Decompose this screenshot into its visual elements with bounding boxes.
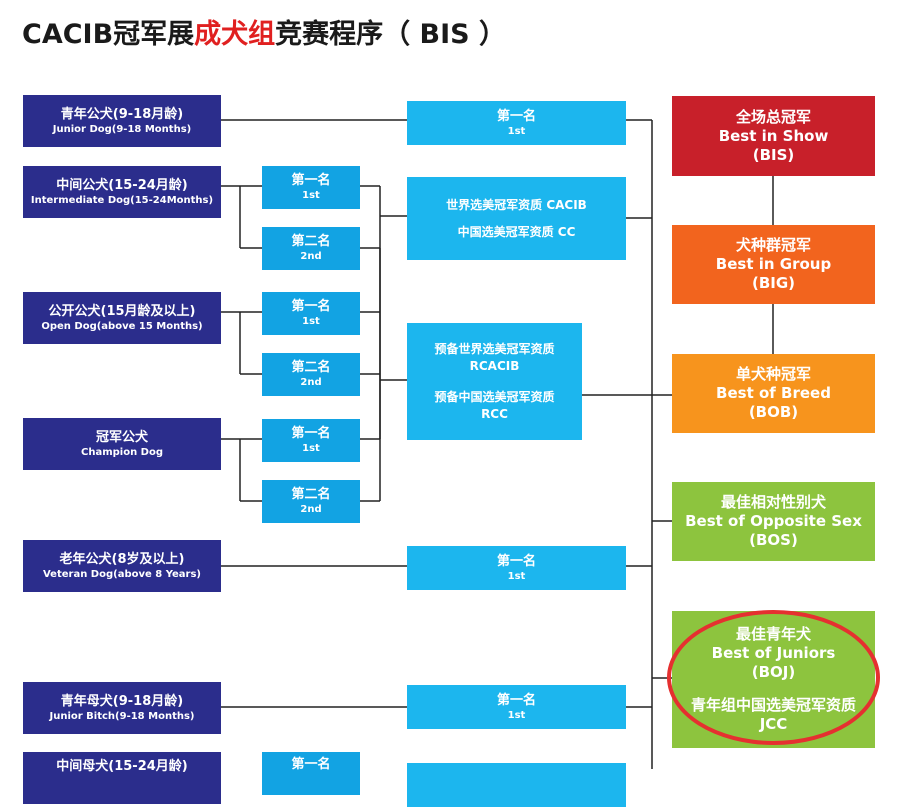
class-junior-dog: 青年公犬(9-18月龄) Junior Dog(9-18 Months): [23, 95, 221, 147]
page-title: CACIB冠军展成犬组竞赛程序（ BIS ）: [22, 12, 506, 51]
rcacib-cn-label: 预备世界选美冠军资质: [434, 341, 555, 356]
title-suffix: 竞赛程序（ BIS ）: [275, 19, 507, 50]
class-en-label: Junior Bitch(9-18 Months): [49, 710, 195, 722]
placing-cn-label: 第一名: [291, 299, 331, 314]
rcc-cn-label: 预备中国选美冠军资质: [434, 389, 555, 404]
placing-cn-label: 第二名: [291, 234, 331, 249]
class-en-label: Champion Dog: [80, 446, 163, 458]
class-champion-dog: 冠军公犬 Champion Dog: [23, 418, 221, 470]
highlight-circle: [667, 610, 880, 745]
award-en-label: Best in Group: [715, 255, 832, 273]
placing-cn-label: 第二名: [291, 360, 331, 375]
award-en-label: Best of Breed: [716, 384, 831, 402]
award-abbr-label: (BOB): [748, 403, 799, 421]
award-en-label: Best of Opposite Sex: [685, 512, 862, 530]
class-cn-label: 青年母犬(9-18月龄): [60, 693, 184, 709]
class-intermediate-bitch: 中间母犬(15-24月龄): [23, 752, 221, 804]
class-junior-bitch: 青年母犬(9-18月龄) Junior Bitch(9-18 Months): [23, 682, 221, 734]
placing-first: 第一名 1st: [262, 166, 360, 209]
placing-first-junior-dog: 第一名 1st: [407, 101, 626, 145]
placing-first: 第一名 1st: [262, 292, 360, 335]
class-cn-label: 冠军公犬: [95, 429, 148, 445]
class-en-label: Junior Dog(9-18 Months): [52, 123, 192, 135]
cc-label: 中国选美冠军资质 CC: [457, 224, 576, 239]
award-big: 犬种群冠军 Best in Group (BIG): [672, 225, 875, 304]
placing-first: 第一名 1st: [262, 419, 360, 462]
award-cn-label: 单犬种冠军: [735, 365, 811, 383]
placing-first-junior-bitch: 第一名 1st: [407, 685, 626, 729]
placing-cn-label: 第一名: [496, 108, 536, 124]
class-cn-label: 青年公犬(9-18月龄): [60, 106, 184, 122]
placing-second: 第二名 2nd: [262, 353, 360, 396]
class-cn-label: 老年公犬(8岁及以上): [59, 551, 185, 567]
cacib-label: 世界选美冠军资质 CACIB: [446, 197, 587, 212]
award-bos: 最佳相对性别犬 Best of Opposite Sex (BOS): [672, 482, 875, 561]
class-en-label: Veteran Dog(above 8 Years): [42, 568, 202, 580]
placing-cn-label: 第一名: [496, 692, 536, 708]
award-abbr-label: (BIG): [751, 274, 796, 292]
placing-first: 第一名: [262, 752, 360, 795]
class-veteran-dog: 老年公犬(8岁及以上) Veteran Dog(above 8 Years): [23, 540, 221, 592]
title-highlight: 成犬组: [194, 19, 276, 50]
placing-cn-label: 第一名: [291, 173, 331, 188]
award-cn-label: 犬种群冠军: [735, 236, 811, 254]
class-cn-label: 中间母犬(15-24月龄): [56, 759, 188, 774]
placing-en-label: 2nd: [300, 504, 322, 515]
placing-first-bottom: [407, 763, 626, 807]
rcacib-rcc-box: 预备世界选美冠军资质 RCACIB 预备中国选美冠军资质 RCC: [407, 323, 582, 440]
award-bis: 全场总冠军 Best in Show (BIS): [672, 96, 875, 176]
class-en-label: Intermediate Dog(15-24Months): [30, 194, 214, 206]
award-bob: 单犬种冠军 Best of Breed (BOB): [672, 354, 875, 433]
class-cn-label: 中间公犬(15-24月龄): [56, 177, 188, 193]
placing-en-label: 1st: [302, 443, 320, 454]
class-open-dog: 公开公犬(15月龄及以上) Open Dog(above 15 Months): [23, 292, 221, 344]
placing-second: 第二名 2nd: [262, 227, 360, 270]
class-en-label: Open Dog(above 15 Months): [41, 320, 203, 332]
award-abbr-label: (BOS): [749, 531, 798, 549]
placing-en-label: 1st: [302, 316, 320, 327]
placing-en-label: 2nd: [300, 251, 322, 262]
class-cn-label: 公开公犬(15月龄及以上): [48, 303, 196, 319]
rcc-en-label: RCC: [481, 406, 508, 421]
award-abbr-label: (BIS): [752, 145, 795, 164]
award-cn-label: 全场总冠军: [735, 107, 811, 126]
placing-en-label: 1st: [507, 125, 526, 137]
placing-cn-label: 第一名: [496, 553, 536, 569]
placing-cn-label: 第一名: [291, 426, 331, 441]
placing-en-label: 2nd: [300, 377, 322, 388]
award-en-label: Best in Show: [718, 126, 829, 145]
placing-cn-label: 第二名: [291, 487, 331, 502]
placing-en-label: 1st: [507, 570, 526, 582]
placing-en-label: 1st: [507, 709, 526, 721]
placing-second: 第二名 2nd: [262, 480, 360, 523]
placing-cn-label: 第一名: [291, 757, 331, 772]
rcacib-en-label: RCACIB: [469, 358, 520, 373]
placing-en-label: 1st: [302, 190, 320, 201]
connector-lines: [221, 119, 774, 769]
class-intermediate-dog: 中间公犬(15-24月龄) Intermediate Dog(15-24Mont…: [23, 166, 221, 218]
cacib-cc-box: 世界选美冠军资质 CACIB 中国选美冠军资质 CC: [407, 177, 626, 260]
title-prefix: CACIB冠军展: [22, 19, 195, 50]
award-cn-label: 最佳相对性别犬: [720, 493, 826, 511]
placing-first-veteran-dog: 第一名 1st: [407, 546, 626, 590]
